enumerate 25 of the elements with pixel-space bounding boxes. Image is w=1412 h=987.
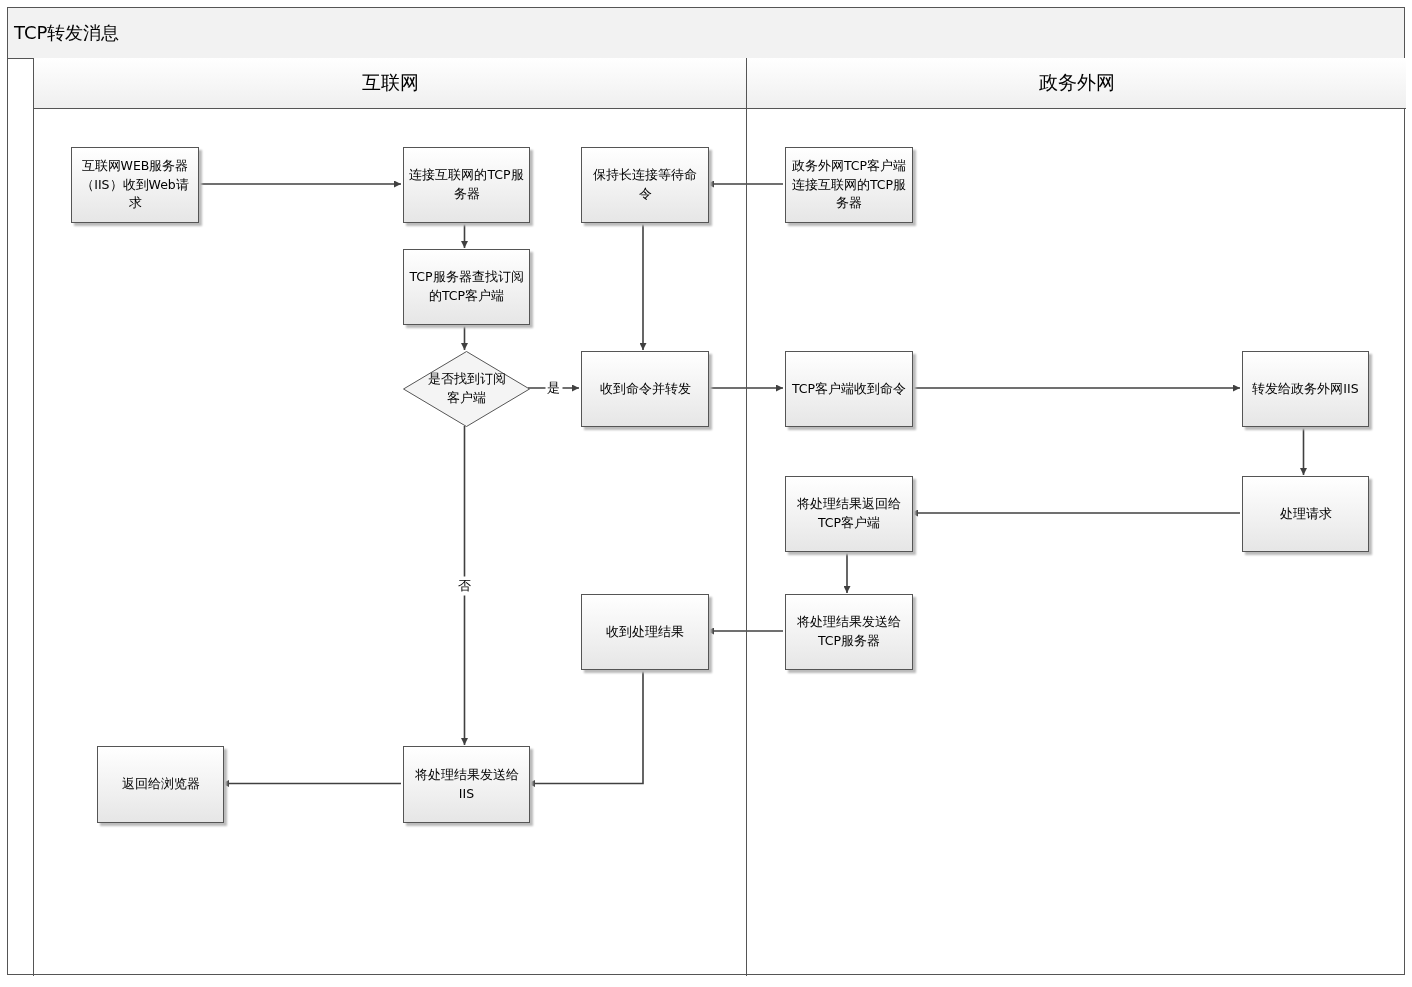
- arrow: [461, 221, 468, 249]
- decision-diamond: 是否找到订阅客户端: [403, 351, 530, 427]
- process-box: 返回给浏览器: [97, 746, 224, 823]
- arrow: [843, 550, 851, 594]
- process-box: 将处理结果发送给IIS: [403, 746, 530, 823]
- pool-title: TCP转发消息: [8, 8, 1404, 59]
- process-box: TCP客户端收到命令: [785, 351, 913, 427]
- arrow: [1300, 425, 1307, 476]
- process-box: 处理请求: [1242, 476, 1369, 552]
- process-box: 将处理结果发送给TCP服务器: [785, 594, 913, 670]
- arrow: [461, 323, 468, 351]
- process-box: TCP服务器查找订阅的TCP客户端: [403, 249, 530, 325]
- process-box: 保持长连接等待命令: [581, 147, 709, 223]
- arrow: [461, 425, 468, 746]
- lane-header: 互联网: [34, 58, 746, 109]
- lane-header: 政务外网: [747, 58, 1406, 109]
- arrow: [639, 221, 647, 351]
- process-box: 政务外网TCP客户端连接互联网的TCP服务器: [785, 147, 913, 223]
- edge-label: 否: [456, 576, 473, 595]
- process-box: 将处理结果返回给TCP客户端: [785, 476, 913, 552]
- process-box: 互联网WEB服务器（IIS）收到Web请求: [71, 147, 199, 223]
- process-box: 收到命令并转发: [581, 351, 709, 427]
- process-box: 转发给政务外网IIS: [1242, 351, 1369, 427]
- process-box: 收到处理结果: [581, 594, 709, 670]
- process-box: 连接互联网的TCP服务器: [403, 147, 530, 223]
